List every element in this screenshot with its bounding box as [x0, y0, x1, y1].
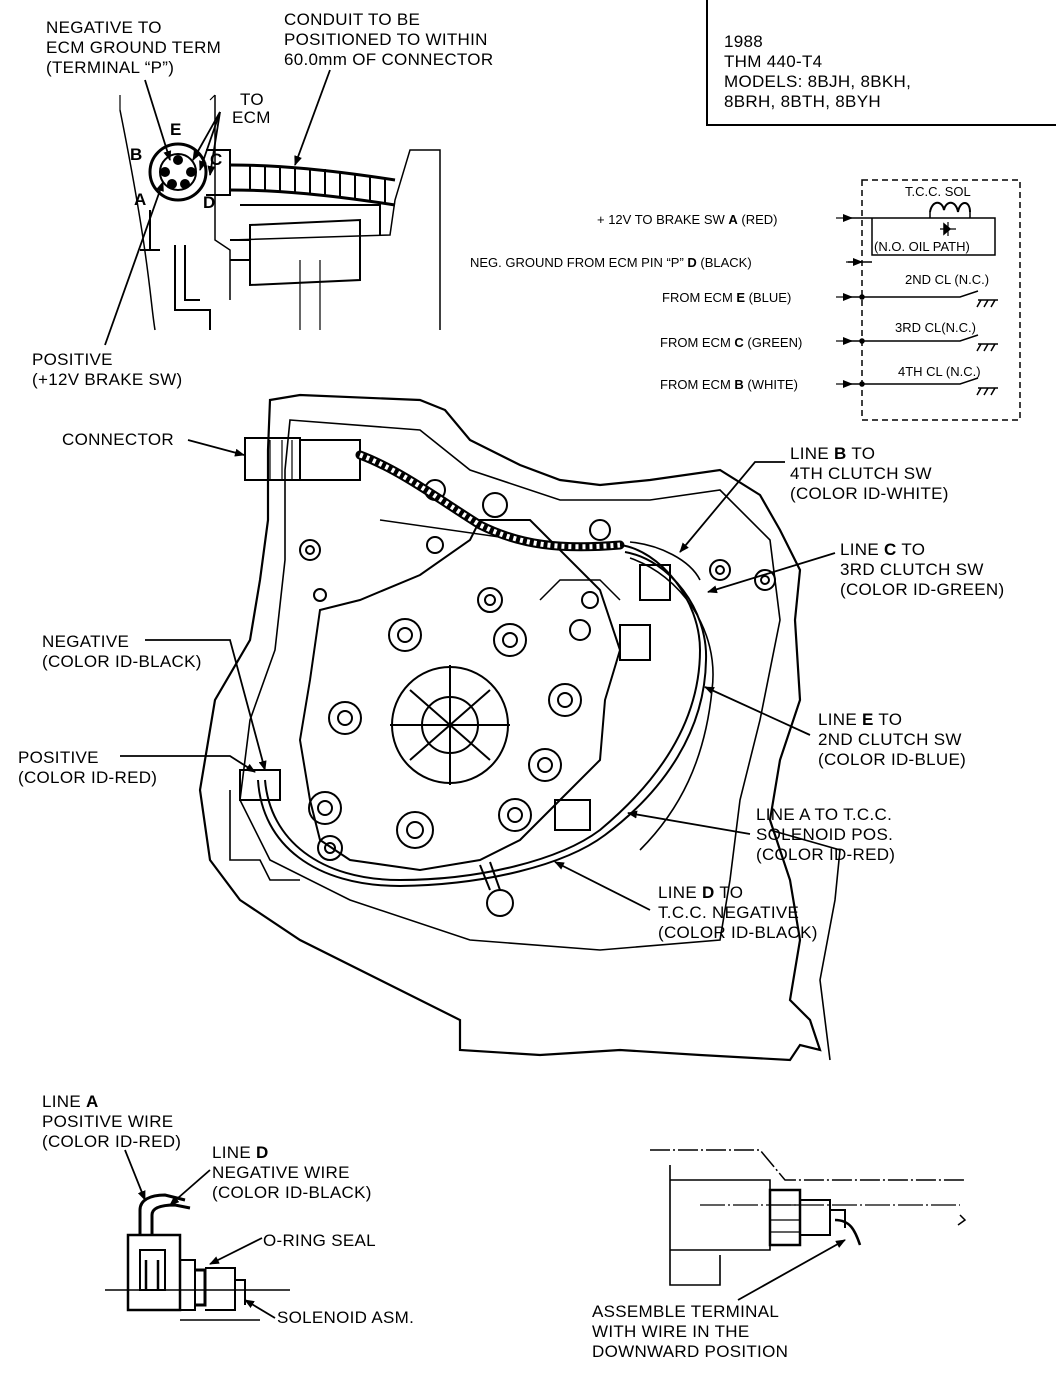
transmission-case: [198, 393, 841, 1062]
schematic-row-b: FROM ECM B (WHITE): [660, 377, 798, 392]
oil-path-label: (N.O. OIL PATH): [874, 239, 970, 254]
connector-detail-leaders: [104, 69, 331, 346]
line-b-label-3: (COLOR ID-WHITE): [790, 484, 949, 503]
tcc-sol-label: T.C.C. SOL: [905, 184, 971, 199]
negative-black-label-1: NEGATIVE: [42, 632, 130, 651]
terminal-leader: [737, 1239, 846, 1301]
positive-brake-label-1: POSITIVE: [32, 350, 113, 369]
schematic-row-d: NEG. GROUND FROM ECM PIN “P” D (BLACK): [470, 255, 752, 270]
to-ecm-label-1: TO: [240, 90, 264, 109]
line-d-label-3: (COLOR ID-BLACK): [658, 923, 818, 942]
line-c-label-2: 3RD CLUTCH SW: [840, 560, 984, 579]
line-d-negative-label-1: LINE D: [212, 1143, 269, 1162]
oring-seal-label: O-RING SEAL: [263, 1231, 376, 1250]
schematic-arrows: [836, 214, 863, 388]
clutch-2nd-label: 2ND CL (N.C.): [905, 272, 990, 287]
line-a-positive-label-3: (COLOR ID-RED): [42, 1132, 182, 1151]
conduit-label-3: 60.0mm OF CONNECTOR: [284, 50, 494, 69]
line-a-label-1: LINE A TO T.C.C.: [756, 805, 893, 824]
terminal-detail: [650, 1149, 967, 1286]
line-a-label-3: (COLOR ID-RED): [756, 845, 896, 864]
tcc-schematic: [848, 179, 1021, 421]
schematic-row-e: FROM ECM E (BLUE): [662, 290, 792, 305]
line-d-negative-label-3: (COLOR ID-BLACK): [212, 1183, 372, 1202]
connector-detail-drawing: [119, 94, 441, 331]
solenoid-asm-label: SOLENOID ASM.: [277, 1308, 415, 1327]
line-a-label-2: SOLENOID POS.: [756, 825, 894, 844]
negative-ecm-label-2: ECM GROUND TERM: [46, 38, 222, 57]
positive-red-label-1: POSITIVE: [18, 748, 99, 767]
line-a-positive-label-2: POSITIVE WIRE: [42, 1112, 174, 1131]
clutch-3rd-label: 3RD CL(N.C.): [895, 320, 976, 335]
valve-body-plate: [298, 479, 776, 872]
line-b-label-2: 4TH CLUTCH SW: [790, 464, 932, 483]
title-models-line1: MODELS: 8BJH, 8BKH,: [724, 72, 912, 91]
line-b-label-1: LINE B TO: [790, 444, 876, 463]
title-transmission: THM 440-T4: [724, 52, 823, 71]
positive-brake-label-2: (+12V BRAKE SW): [32, 370, 183, 389]
line-c-label-3: (COLOR ID-GREEN): [840, 580, 1005, 599]
to-ecm-label-2: ECM: [232, 108, 271, 127]
pin-b-label: B: [130, 145, 143, 164]
negative-ecm-label-3: (TERMINAL “P”): [46, 58, 175, 77]
title-models-line2: 8BRH, 8BTH, 8BYH: [724, 92, 881, 111]
line-a-positive-label-1: LINE A: [42, 1092, 99, 1111]
main-leaders: [120, 439, 836, 911]
line-e-label-1: LINE E TO: [818, 710, 903, 729]
assemble-terminal-label-1: ASSEMBLE TERMINAL: [592, 1302, 780, 1321]
schematic-row-a: + 12V TO BRAKE SW A (RED): [597, 212, 778, 227]
wiring-harness: [229, 437, 714, 917]
assemble-terminal-label-3: DOWNWARD POSITION: [592, 1342, 789, 1361]
connector-label: CONNECTOR: [62, 430, 174, 449]
title-box: [706, 0, 1056, 126]
title-year: 1988: [724, 32, 764, 51]
pin-e-label: E: [170, 120, 182, 139]
negative-ecm-label-1: NEGATIVE TO: [46, 18, 162, 37]
pin-a-label: A: [134, 190, 147, 209]
line-e-label-3: (COLOR ID-BLUE): [818, 750, 967, 769]
pin-d-label: D: [203, 193, 216, 212]
schematic-row-c: FROM ECM C (GREEN): [660, 335, 803, 350]
line-d-negative-label-2: NEGATIVE WIRE: [212, 1163, 350, 1182]
clutch-4th-label: 4TH CL (N.C.): [898, 364, 981, 379]
line-d-label-2: T.C.C. NEGATIVE: [658, 903, 800, 922]
line-e-label-2: 2ND CLUTCH SW: [818, 730, 962, 749]
negative-black-label-2: (COLOR ID-BLACK): [42, 652, 202, 671]
line-c-label-1: LINE C TO: [840, 540, 926, 559]
line-d-label-1: LINE D TO: [658, 883, 744, 902]
conduit-label-2: POSITIONED TO WITHIN: [284, 30, 488, 49]
solenoid-leaders: [124, 1149, 276, 1319]
assemble-terminal-label-2: WITH WIRE IN THE: [592, 1322, 750, 1341]
solenoid-detail: [105, 1193, 290, 1321]
positive-red-label-2: (COLOR ID-RED): [18, 768, 158, 787]
pin-c-label: C: [210, 150, 223, 169]
conduit-label-1: CONDUIT TO BE: [284, 10, 421, 29]
